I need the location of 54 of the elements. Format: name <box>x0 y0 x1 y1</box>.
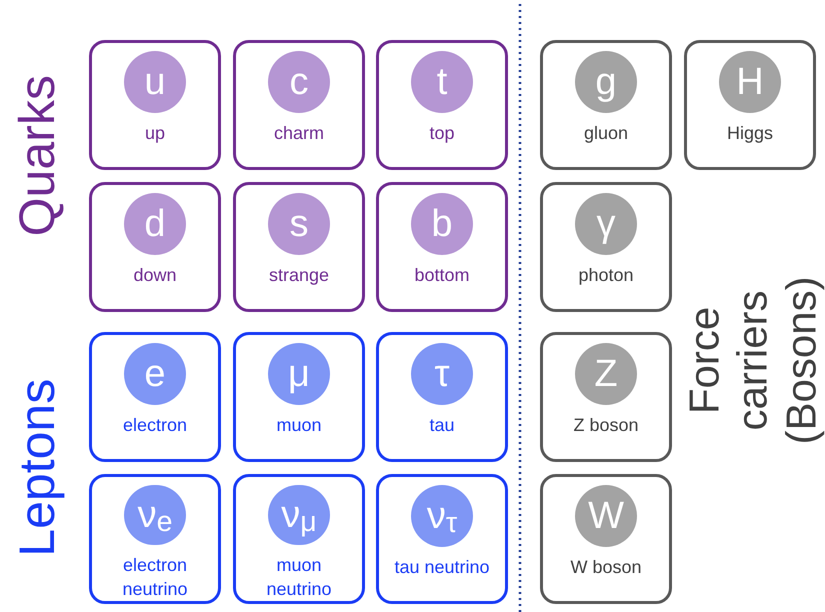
particle-name: down <box>132 264 178 287</box>
particle-card <box>233 40 365 170</box>
particle-card <box>89 332 221 462</box>
particle-card <box>376 182 508 312</box>
particle-symbol: e <box>124 343 186 405</box>
particle-symbol: γ <box>575 193 637 255</box>
particle-name: Higgs <box>726 122 774 145</box>
particle-symbol: W <box>575 485 637 547</box>
group-label: Quarks <box>9 75 66 237</box>
particle-name: up <box>144 122 166 145</box>
particle-name: muon <box>275 414 323 437</box>
particle-symbol: μ <box>268 343 330 405</box>
particle-name: gluon <box>582 122 630 145</box>
particle-symbol: ν$_{τ}$ <box>411 485 473 547</box>
particle-symbol: c <box>268 51 330 113</box>
particle-card <box>89 182 221 312</box>
particle-symbol: ν$_{μ}$ <box>268 485 330 545</box>
particle-symbol: s <box>268 193 330 255</box>
particle-card <box>376 40 508 170</box>
particle-name: muon neutrino <box>265 554 333 601</box>
particle-card <box>540 182 672 312</box>
particle-name: W boson <box>569 556 643 579</box>
particle-symbol: t <box>411 51 473 113</box>
particle-card <box>540 332 672 462</box>
particle-symbol: u <box>124 51 186 113</box>
particle-name: photon <box>577 264 635 287</box>
particle-symbol: ν$_{e}$ <box>124 485 186 545</box>
particle-symbol: g <box>575 51 637 113</box>
particle-symbol: τ <box>411 343 473 405</box>
particle-name: tau <box>428 414 456 437</box>
particle-name: top <box>428 122 456 145</box>
group-label: Force carriers (Bosons) <box>680 276 825 444</box>
particle-card <box>376 474 508 604</box>
particle-name: electron <box>122 414 188 437</box>
particle-card <box>89 474 221 604</box>
particle-name: tau neutrino <box>393 556 491 579</box>
particle-card <box>540 40 672 170</box>
particle-card <box>684 40 816 170</box>
particle-name: Z boson <box>572 414 640 437</box>
particle-name: bottom <box>413 264 471 287</box>
group-label: Leptons <box>9 379 66 557</box>
particle-name: charm <box>272 122 325 145</box>
particle-symbol: b <box>411 193 473 255</box>
particle-card <box>233 474 365 604</box>
particle-symbol: Z <box>575 343 637 405</box>
particle-symbol: d <box>124 193 186 255</box>
particle-card <box>376 332 508 462</box>
particle-name: electron neutrino <box>121 554 189 601</box>
particle-card <box>233 182 365 312</box>
particle-card <box>540 474 672 604</box>
particle-name: strange <box>268 264 330 287</box>
particle-card <box>233 332 365 462</box>
particle-symbol: H <box>719 51 781 113</box>
particle-card <box>89 40 221 170</box>
